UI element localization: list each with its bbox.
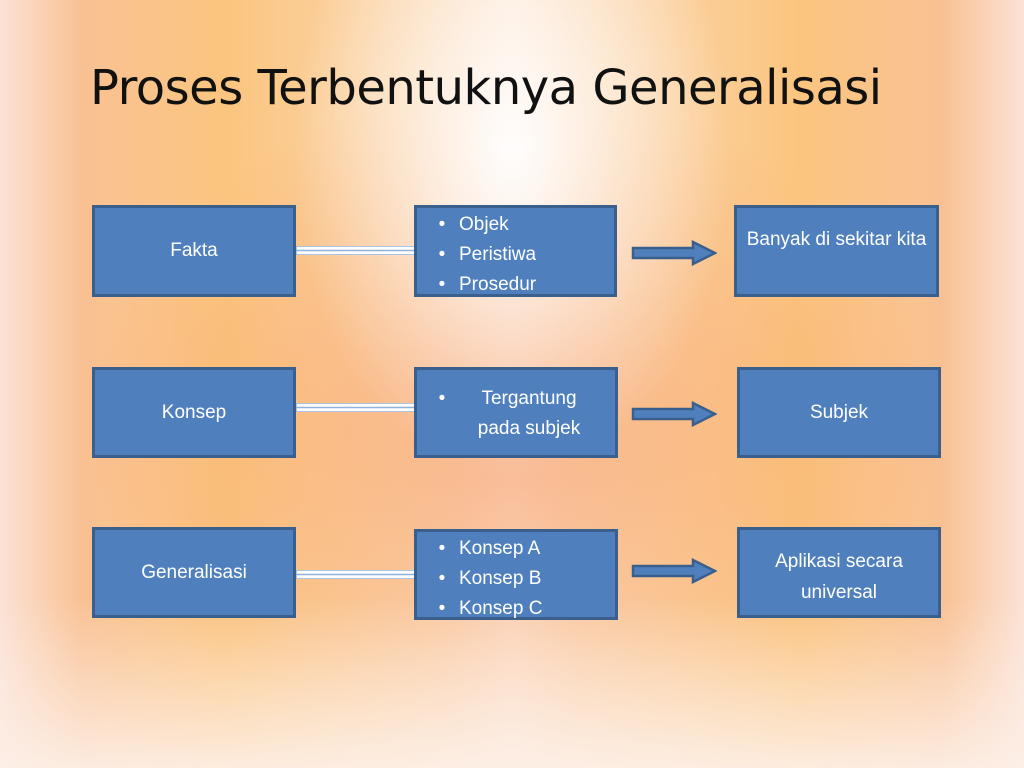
right-arrow-icon	[631, 558, 717, 584]
connector-line	[296, 570, 416, 579]
target-box-konsep: Subjek	[737, 367, 941, 458]
items-box-generalisasi: • Konsep A • Konsep B • Konsep C	[414, 529, 618, 620]
items-box-fakta: • Objek • Peristiwa • Prosedur	[414, 205, 617, 297]
item-text: Konsep C	[459, 598, 543, 619]
list-item: • Konsep C	[425, 594, 543, 624]
source-box-konsep: Konsep	[92, 367, 296, 458]
bullet-icon: •	[438, 598, 446, 619]
source-box-generalisasi: Generalisasi	[92, 527, 296, 618]
background-fade	[0, 598, 1024, 768]
target-label: Aplikasi secara universal	[775, 551, 903, 603]
bullet-icon: •	[438, 244, 446, 265]
item-text: Prosedur	[459, 274, 537, 295]
list-item: • Konsep B	[425, 564, 542, 594]
connector-line	[296, 403, 416, 412]
right-arrow-icon	[631, 401, 717, 427]
item-text: Tergantung pada subjek	[477, 388, 581, 439]
target-label: Subjek	[809, 401, 869, 423]
source-label: Fakta	[170, 240, 218, 261]
item-list: • Objek • Peristiwa • Prosedur	[425, 210, 536, 300]
list-item: • Objek	[425, 210, 536, 240]
item-text: Konsep A	[459, 538, 541, 559]
bullet-icon: •	[438, 538, 446, 559]
list-item: • Konsep A	[425, 534, 542, 564]
item-text: Konsep B	[459, 568, 542, 589]
item-text: Peristiwa	[459, 244, 537, 265]
right-arrow-icon	[631, 240, 717, 266]
bullet-icon: •	[438, 214, 446, 235]
item-list: • Tergantung pada subjek	[425, 384, 599, 444]
target-box-fakta: Banyak di sekitar kita	[734, 205, 939, 297]
item-list: • Konsep A • Konsep B • Konsep C	[425, 534, 543, 624]
list-item: • Peristiwa	[425, 240, 536, 270]
bullet-icon: •	[438, 388, 446, 409]
items-box-konsep: • Tergantung pada subjek	[414, 367, 618, 458]
target-label: Banyak di sekitar kita	[746, 229, 927, 250]
connector-line	[296, 246, 416, 255]
source-box-fakta: Fakta	[92, 205, 296, 297]
target-box-generalisasi: Aplikasi secara universal	[737, 527, 941, 618]
bullet-icon: •	[438, 568, 446, 589]
bullet-icon: •	[438, 274, 446, 295]
item-text: Objek	[459, 214, 509, 235]
list-item: • Tergantung pada subjek	[425, 384, 599, 444]
source-label: Konsep	[161, 401, 227, 423]
source-label: Generalisasi	[141, 561, 247, 583]
slide-title: Proses Terbentuknya Generalisasi	[90, 60, 882, 116]
list-item: • Prosedur	[425, 270, 536, 300]
